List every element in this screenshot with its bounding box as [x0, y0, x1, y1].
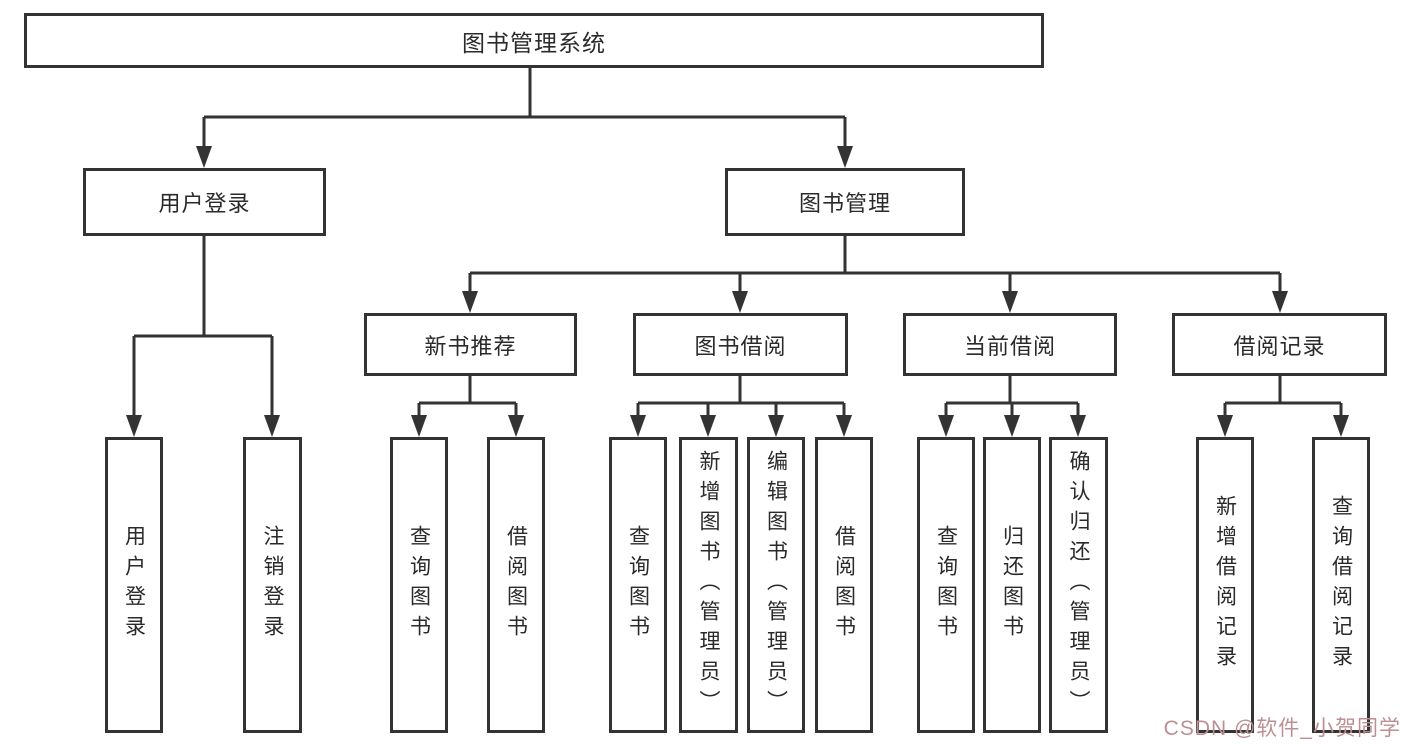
leaf-add-books-admin: 新增图书（管理员）	[679, 437, 738, 733]
leaf-query-books: 查询图书	[609, 437, 667, 733]
node-new-book-recommend: 新书推荐	[364, 313, 577, 376]
leaf-label: 归还图书	[1000, 525, 1024, 645]
leaf-query-books: 查询图书	[390, 437, 448, 733]
node-label: 图书借阅	[694, 333, 787, 359]
leaf-confirm-return-admin: 确认归还（管理员）	[1049, 437, 1108, 733]
node-label: 当前借阅	[963, 333, 1056, 359]
leaf-label: 借阅图书	[504, 525, 528, 645]
node-root-label: 图书管理系统	[462, 29, 606, 56]
leaf-label: 查询借阅记录	[1329, 495, 1353, 675]
node-root-system: 图书管理系统	[24, 13, 1044, 68]
leaf-label: 确认归还（管理员）	[1067, 450, 1090, 720]
node-label: 图书管理	[798, 191, 891, 216]
leaf-label: 注销登录	[261, 525, 284, 645]
leaf-label: 借阅图书	[832, 525, 856, 645]
leaf-user-login: 用户登录	[105, 437, 163, 733]
leaf-query-books: 查询图书	[917, 437, 975, 733]
node-book-borrowing: 图书借阅	[633, 313, 848, 376]
leaf-label: 编辑图书（管理员）	[764, 450, 788, 720]
leaf-label: 新增借阅记录	[1213, 495, 1237, 675]
leaf-return-books: 归还图书	[983, 437, 1041, 733]
leaf-label: 用户登录	[122, 525, 146, 645]
leaf-query-borrow-record: 查询借阅记录	[1312, 437, 1370, 733]
node-label: 新书推荐	[424, 333, 517, 359]
leaf-label: 查询图书	[407, 525, 431, 645]
leaf-label: 新增图书（管理员）	[697, 450, 720, 720]
leaf-logout: 注销登录	[243, 437, 302, 733]
leaf-borrow-books: 借阅图书	[815, 437, 873, 733]
node-book-management-branch: 图书管理	[725, 168, 965, 236]
node-borrowing-records: 借阅记录	[1172, 313, 1387, 376]
node-label: 用户登录	[158, 191, 251, 216]
node-user-login-branch: 用户登录	[83, 168, 326, 236]
csdn-watermark: CSDN @软件_小贺同学	[1163, 717, 1401, 740]
leaf-edit-books-admin: 编辑图书（管理员）	[747, 437, 805, 733]
leaf-label: 查询图书	[934, 525, 958, 645]
leaf-label: 查询图书	[626, 525, 650, 645]
leaf-borrow-books: 借阅图书	[487, 437, 545, 733]
node-label: 借阅记录	[1233, 333, 1326, 359]
node-current-borrowing: 当前借阅	[903, 313, 1117, 376]
leaf-add-borrow-record: 新增借阅记录	[1196, 437, 1254, 733]
